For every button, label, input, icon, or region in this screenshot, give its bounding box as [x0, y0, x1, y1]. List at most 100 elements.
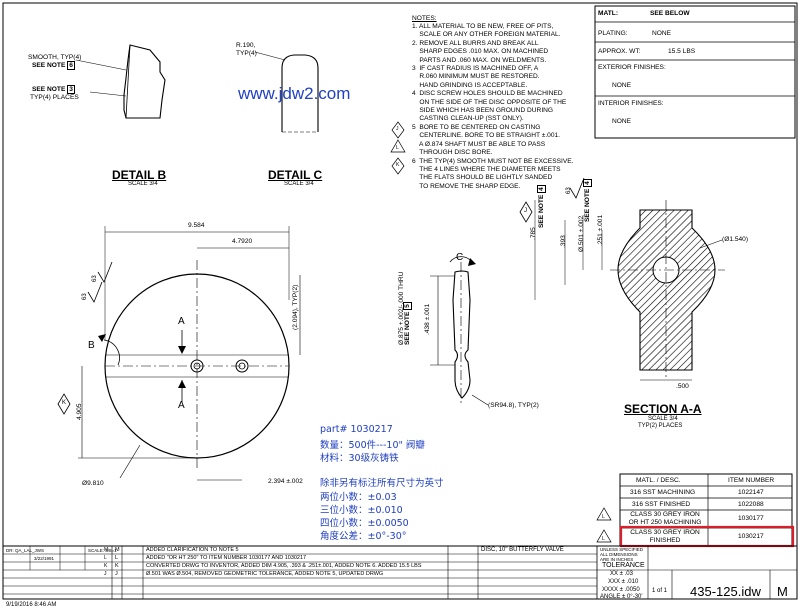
material-box [594, 5, 796, 139]
mat-table-col2: ITEM NUMBER [728, 477, 775, 484]
section-mark-a-top: A [178, 316, 185, 327]
matl-label: MATL: [598, 10, 619, 17]
dim-height: 4.905 [76, 403, 83, 420]
detail-b-callout1: SMOOTH, TYP(4) [28, 54, 82, 61]
watermark-text: www.jdw2.com [238, 84, 351, 103]
tb-tolerance-head: TOLERANCE [602, 562, 645, 569]
cn-tol-4: 角度公差：±0°-30° [320, 531, 407, 542]
note-line: 6 THE TYP(4) SMOOTH MUST NOT BE EXCESSIV… [412, 157, 574, 165]
title-block-grid [3, 545, 797, 599]
finish-mark-1: 63 [92, 275, 98, 282]
section-flag-j: J [524, 208, 527, 214]
mat-row3-item: 1030177 [738, 515, 764, 522]
note-line: R.060 MINIMUM MUST BE RESTORED. [412, 73, 540, 81]
detail-b-view [75, 44, 166, 119]
revision-letter: J [115, 571, 118, 577]
mat-row1-desc: 316 SST MACHINING [630, 489, 696, 496]
plating-label: PLATING: [598, 30, 628, 37]
note-line: PARTS AND .060 MAX. ON WELDMENTS. [412, 56, 547, 64]
section-dim-393: .393 [560, 235, 567, 248]
tb-tol-xxxx: XXXX ± .0050 [602, 587, 640, 593]
detail-c-title: DETAIL C [268, 168, 323, 182]
notes-flag-l: L [396, 145, 399, 151]
note-line: 5 BORE TO BE CENTERED ON CASTING [412, 123, 541, 131]
weight-value: 15.5 LBS [668, 48, 696, 55]
section-see-note-1: SEE NOTE 4 [537, 185, 546, 228]
weight-label: APPROX. WT: [598, 48, 641, 55]
mat-row2-item: 1022088 [738, 501, 764, 508]
section-see-note-2: SEE NOTE 4 [583, 179, 592, 222]
revision-letter: M [115, 547, 120, 553]
section-title: SECTION A-A [624, 402, 702, 416]
detail-b-callout1-note: SEE NOTE 6 [32, 61, 75, 70]
cn-tol-title: 除非另有标注所有尺寸为英寸 [320, 478, 444, 489]
detail-c-callout1: R.190, [236, 42, 256, 49]
section-finish-mark: 63 [566, 187, 572, 194]
tb-tol-xxx: XXX ± .010 [608, 579, 639, 585]
cn-qty: 数量：500件---10" 阀瓣 [320, 440, 425, 451]
tb-scale: SCALE: 3/8=1 [88, 548, 117, 553]
note-line: A Ø.874 SHAFT MUST BE ABLE TO PASS [412, 140, 546, 148]
tb-drawing-no: 435-125.idw [690, 584, 761, 599]
tb-date: 3/22/1991 [34, 556, 55, 561]
dim-diameter: Ø9.810 [82, 480, 104, 487]
interior-finishes-label: INTERIOR FINISHES: [598, 100, 664, 107]
revision-letter: K [115, 563, 119, 569]
sheet-border [2, 2, 798, 600]
note-line: 1. ALL MATERIAL TO BE NEW, FREE OF PITS, [412, 23, 554, 30]
tb-tol-xx: XX ± .03 [610, 571, 633, 577]
side-see-note: SEE NOTE 5 [403, 302, 412, 345]
section-typ: TYP(2) PLACES [638, 423, 683, 429]
notes-flags [390, 121, 406, 175]
mat-row1-item: 1022147 [738, 489, 764, 496]
detail-c-callout2: TYP(4) [236, 50, 257, 57]
left-rev-cell: M [104, 547, 109, 553]
detail-b-scale: SCALE 3/4 [128, 181, 158, 187]
detail-c-view [254, 51, 319, 133]
detail-b-callout2: TYP(4) PLACES [30, 94, 79, 101]
note-line: HAND GRINDING IS ACCEPTABLE. [412, 81, 528, 89]
timestamp: 9/19/2016 8:46 AM [6, 602, 57, 608]
finish-mark-2: 63 [82, 293, 88, 300]
note-line: THE FLATS SHOULD BE LIGHTLY SANDED [412, 174, 553, 182]
revision-description: ADDED CLARIFICATION TO NOTE 5 [146, 547, 239, 553]
note-line: SCALE OR ANY OTHER FOREIGN MATERIAL. [412, 31, 561, 39]
dim-width: 9.584 [188, 222, 205, 229]
side-radius: (SR94.8), TYP(2) [488, 402, 539, 409]
detail-b-title: DETAIL B [112, 168, 167, 182]
dim-flat: (2.094), TYP(2) [292, 284, 299, 330]
dim-offset: 2.394 ±.002 [268, 478, 303, 485]
tb-units: UNLESS SPECIFIED ALL DIMENSIONS ARE IN I… [600, 547, 644, 562]
front-flag-k: K [62, 400, 67, 406]
mat-row3-desc: CLASS 30 GREY IRON OR HT 250 MACHINING [628, 511, 702, 527]
detail-mark-c: C [456, 252, 464, 263]
note-line: ON THE SIDE OF THE DISC OPPOSITE OF THE [412, 98, 567, 106]
note-line: SIDE WHICH HAS BEEN GROUND DURING [412, 107, 554, 115]
revision-description: CONVERTED DRWG TO INVENTOR, ADDED DIM 4.… [146, 563, 422, 569]
exterior-finishes-value: NONE [612, 82, 632, 89]
section-a-a-view [519, 177, 725, 381]
mat-row4-desc: CLASS 30 GREY IRON FINISHED [630, 529, 700, 545]
cn-part: part# 1030217 [320, 424, 393, 435]
note-line: 4 DISC SCREW HOLES SHOULD BE MACHINED [412, 90, 563, 98]
left-rev-cell: L [104, 555, 107, 561]
cn-tol-1: 两位小数：±0.03 [320, 492, 397, 503]
section-dim-1540: (Ø1.540) [722, 236, 749, 243]
tb-title: DISC, 10" BUTTERFLY VALVE [481, 547, 564, 553]
exterior-finishes-label: EXTERIOR FINISHES: [598, 64, 666, 71]
tb-drawn-by: DR: QA_LAL_JWS [6, 548, 45, 553]
revision-description: ADDED "OR HT 250" TO ITEM NUMBER 1030177… [146, 555, 307, 561]
note-line: 3 IF CAST RADIUS IS MACHINED OFF, A [412, 65, 539, 73]
mat-row4-flag: L [602, 536, 605, 542]
disc-side-view [430, 256, 489, 406]
notes-flag-j: J [396, 126, 399, 132]
matl-value: SEE BELOW [650, 10, 690, 17]
note-line: SHARP EDGES .010 MAX. ON MACHINED [412, 48, 549, 56]
notes-flag-k: K [396, 162, 400, 168]
section-dim-785: .785 [530, 227, 537, 240]
detail-mark-b: B [88, 340, 95, 351]
tb-sheet: 1 of 1 [652, 588, 668, 594]
mat-row4-item: 1030217 [738, 533, 764, 540]
section-scale: SCALE 3/4 [648, 416, 678, 422]
detail-c-scale: SCALE 3/4 [284, 181, 314, 187]
